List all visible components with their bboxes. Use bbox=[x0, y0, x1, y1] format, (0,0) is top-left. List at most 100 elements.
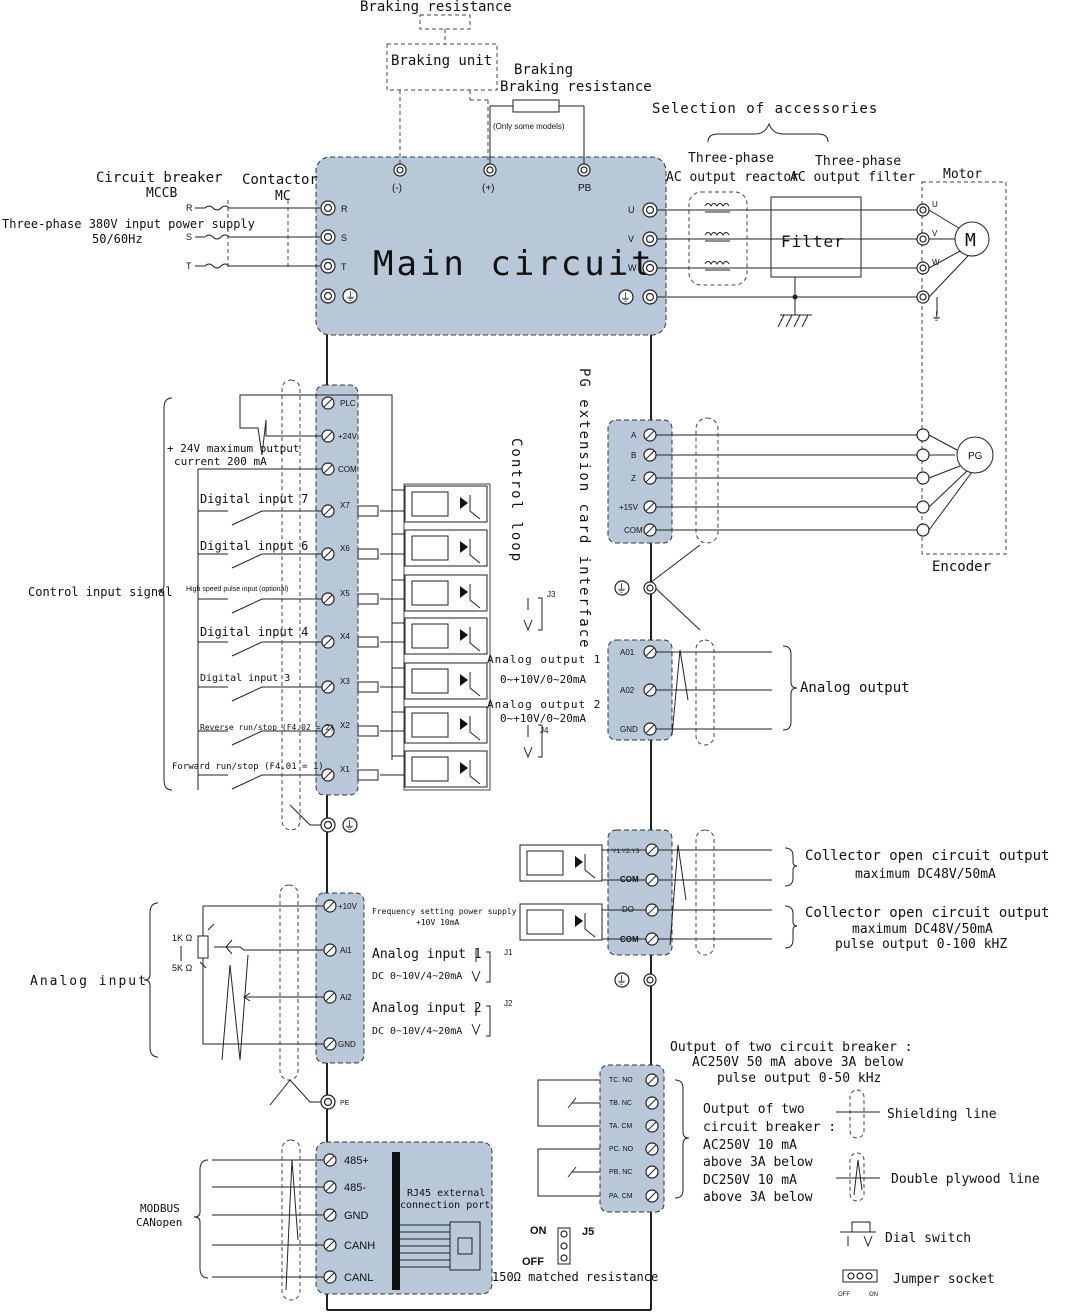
relay-side-line-2: circuit breaker : bbox=[703, 1120, 836, 1135]
relay-side-line-4: above 3A below bbox=[703, 1155, 813, 1170]
control-input-signal-label: Control input signal bbox=[28, 585, 173, 599]
svg-text:X6: X6 bbox=[340, 544, 350, 553]
svg-text:+10V: +10V bbox=[338, 902, 358, 911]
input-x6-label: Digital input 6 bbox=[200, 539, 308, 553]
svg-text:S: S bbox=[341, 233, 347, 243]
braking-resistance-label-1: Braking bbox=[514, 62, 573, 78]
comm-terminal-block bbox=[315, 1141, 493, 1295]
ai1-label: Analog input 1 bbox=[372, 947, 482, 962]
only-some-models-label: (Only some models) bbox=[493, 122, 565, 131]
legend-plywood-icon bbox=[836, 1152, 880, 1202]
ground-icon: ⏚ bbox=[616, 582, 627, 595]
svg-text:CANL: CANL bbox=[344, 1272, 373, 1284]
legend-shielding-label: Shielding line bbox=[887, 1107, 997, 1122]
analog-input-terminals: +10V Ai1 Ai2 GND bbox=[323, 899, 358, 1051]
svg-text:U: U bbox=[628, 205, 635, 215]
collector-out1-line2: maximum DC48V/50mA bbox=[855, 867, 996, 882]
collector-out1-line1: Collector open circuit output bbox=[805, 848, 1049, 864]
analog-output-brace bbox=[782, 645, 798, 731]
comm-label-2: CANopen bbox=[136, 1216, 182, 1229]
svg-text:S: S bbox=[186, 232, 192, 242]
ground-icon: ⏚ bbox=[344, 819, 355, 832]
svg-text:PLC: PLC bbox=[340, 399, 356, 408]
collector-brace-1 bbox=[784, 847, 798, 887]
svg-text:GND: GND bbox=[344, 1210, 369, 1222]
j4-dial-switch: J4 bbox=[523, 724, 549, 759]
ground-icon: ⏚ bbox=[620, 291, 631, 304]
selection-accessories-label: Selection of accessories bbox=[652, 101, 878, 117]
analog-output-block bbox=[607, 639, 673, 741]
svg-text:A01: A01 bbox=[620, 648, 635, 657]
j5-jumper bbox=[557, 1227, 571, 1265]
input-x1-label: Forward run/stop (F4.01 = 1) bbox=[172, 762, 324, 772]
collector-out2-line3: pulse output 0-100 kHZ bbox=[835, 937, 1007, 952]
svg-text:CANH: CANH bbox=[344, 1240, 375, 1252]
supply-label-2: 50/60Hz bbox=[92, 232, 143, 246]
svg-text:COM: COM bbox=[624, 526, 643, 535]
svg-text:TB. NC: TB. NC bbox=[609, 1100, 632, 1107]
svg-text:X4: X4 bbox=[340, 632, 350, 641]
svg-text:W: W bbox=[628, 263, 637, 273]
analog-output1-label: Analog output 1 bbox=[487, 653, 601, 666]
legend-jumper-off: OFF bbox=[838, 1292, 850, 1298]
ground-icon: ⏚ bbox=[931, 310, 942, 323]
matched-resistance-label: 150Ω matched resistance bbox=[492, 1270, 658, 1284]
encoder-label: Encoder bbox=[932, 559, 991, 575]
relay-side-line-3: AC250V 10 mA bbox=[703, 1138, 797, 1153]
pg-symbol bbox=[956, 436, 994, 474]
svg-text:Ai2: Ai2 bbox=[340, 993, 352, 1002]
legend-jumper-icon bbox=[842, 1269, 878, 1283]
pg-symbol-label: PG bbox=[968, 451, 983, 462]
svg-text:+24V: +24V bbox=[338, 432, 358, 441]
main-left-terminals: R S T bbox=[320, 200, 358, 304]
svg-text:W: W bbox=[932, 258, 940, 267]
ground-icon: ⏚ bbox=[345, 290, 356, 303]
braking-resistance-label: Braking resistance bbox=[500, 79, 652, 95]
ai1-range: DC 0~10V/4~20mA bbox=[372, 971, 462, 982]
pe-label: PE bbox=[340, 1100, 350, 1107]
input-x4-label: Digital input 4 bbox=[200, 625, 308, 639]
svg-text:A02: A02 bbox=[620, 686, 635, 695]
main-right-terminals: U V W bbox=[618, 202, 658, 305]
dc-minus-label: (-) bbox=[392, 183, 402, 194]
mccb-label: MCCB bbox=[146, 186, 177, 201]
analog-output2-range: 0~+10V/0~20mA bbox=[500, 712, 586, 725]
pot-5k-label: 5K Ω bbox=[172, 963, 193, 973]
svg-text:X3: X3 bbox=[340, 677, 350, 686]
dc-terminals bbox=[393, 163, 591, 177]
svg-text:GND: GND bbox=[338, 1040, 356, 1049]
svg-text:Z: Z bbox=[631, 474, 636, 483]
svg-text:X7: X7 bbox=[340, 501, 350, 510]
input-x2-label: Reverse run/stop (F4.02 = 2) bbox=[200, 723, 335, 732]
svg-text:COM: COM bbox=[338, 465, 357, 474]
j1-dial-switch: J1 bbox=[471, 948, 513, 983]
motor-terminals: U V W bbox=[916, 200, 969, 315]
control-loop-label: Control loop bbox=[508, 438, 524, 563]
main-circuit-title: Main circuit bbox=[373, 244, 655, 284]
relay-side-line-1: Output of two bbox=[703, 1102, 805, 1117]
j5-on-label: ON bbox=[530, 1225, 547, 1237]
collector-output-block bbox=[607, 829, 673, 956]
braking-resistance-top-label: Braking resistance bbox=[360, 0, 512, 15]
svg-text:J4: J4 bbox=[540, 726, 549, 735]
input-x5-label: High speed pulse input (optional) bbox=[186, 586, 288, 593]
relay-terminals: TC. NO TB. NC TA. CM PC. NO PB. NC PA. C… bbox=[537, 1073, 659, 1203]
svg-text:Ai1: Ai1 bbox=[340, 946, 352, 955]
motor-symbol bbox=[954, 221, 990, 257]
reactor-label-2: AC output reactor bbox=[666, 170, 799, 185]
comm-brace bbox=[193, 1159, 209, 1279]
reactor-label-1: Three-phase bbox=[688, 151, 774, 166]
legend-dial-switch-icon bbox=[840, 1221, 876, 1248]
svg-text:R: R bbox=[341, 204, 348, 214]
analog-input-brace bbox=[143, 902, 159, 1058]
svg-text:R: R bbox=[186, 203, 193, 213]
relay-brace bbox=[674, 1079, 690, 1199]
reactor-coils bbox=[704, 203, 730, 271]
svg-text:T: T bbox=[186, 261, 192, 271]
svg-text:GND: GND bbox=[620, 725, 638, 734]
legend-dial-label: Dial switch bbox=[885, 1231, 971, 1246]
analog-output1-range: 0~+10V/0~20mA bbox=[500, 673, 586, 686]
legend-jumper-label: Jumper socket bbox=[893, 1272, 995, 1287]
optocoupler-stack bbox=[357, 395, 491, 791]
